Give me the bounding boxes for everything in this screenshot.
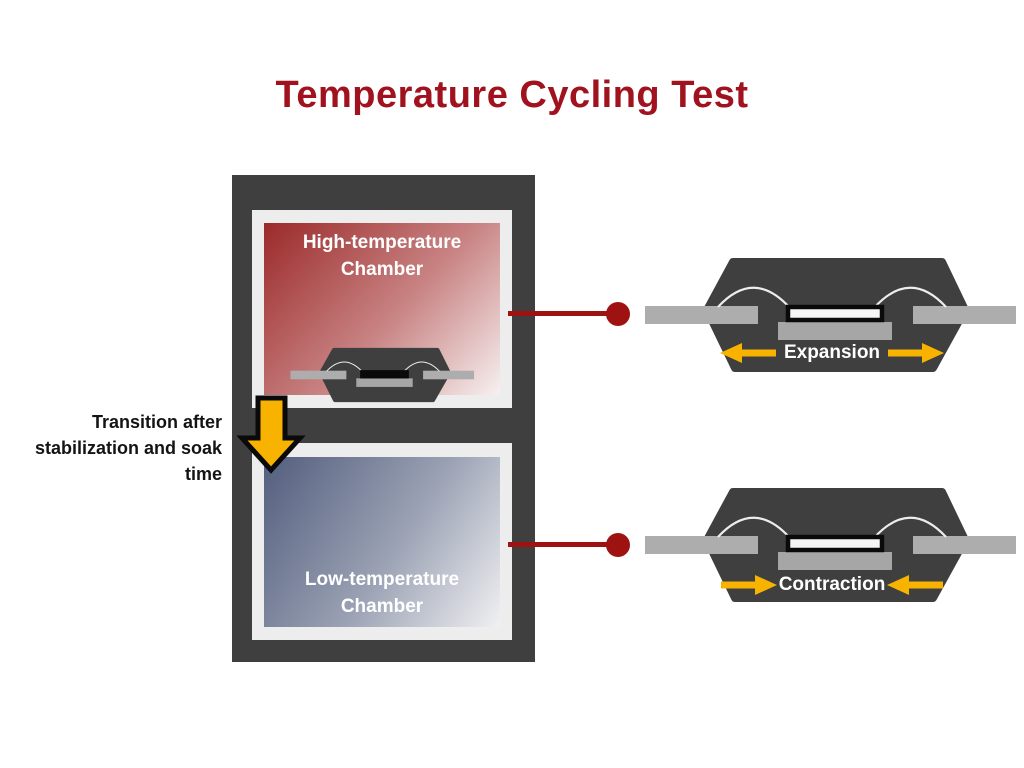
expand-left-arrow-icon xyxy=(719,343,776,363)
contract-inward-right-arrow-icon xyxy=(887,575,944,595)
expansion-caption-row: Expansion xyxy=(640,342,1024,364)
high-chamber-connector-line xyxy=(508,311,613,316)
contract-inward-left-arrow-icon xyxy=(720,575,777,595)
expansion-chip-callout: Expansion xyxy=(640,250,1024,380)
page-title: Temperature Cycling Test xyxy=(275,74,749,116)
chamber-chip-package xyxy=(288,347,477,403)
high-chamber-connector-dot xyxy=(606,302,630,326)
contraction-label: Contraction xyxy=(778,574,886,595)
expansion-label: Expansion xyxy=(783,342,881,363)
low-temperature-chamber: Low-temperature Chamber xyxy=(264,457,500,627)
expand-right-arrow-icon xyxy=(888,343,945,363)
low-chamber-label: Low-temperature Chamber xyxy=(304,569,460,617)
transition-note: Transition after stabilization and soak … xyxy=(34,412,222,484)
contraction-caption-row: Contraction xyxy=(640,574,1024,596)
low-chamber-connector-dot xyxy=(606,533,630,557)
high-chamber-label: High-temperature Chamber xyxy=(302,232,462,280)
transition-down-arrow-icon xyxy=(236,395,306,474)
high-temperature-chamber: High-temperature Chamber xyxy=(264,223,500,395)
low-chamber-connector-line xyxy=(508,542,613,547)
contraction-chip-callout: Contraction xyxy=(640,480,1024,610)
